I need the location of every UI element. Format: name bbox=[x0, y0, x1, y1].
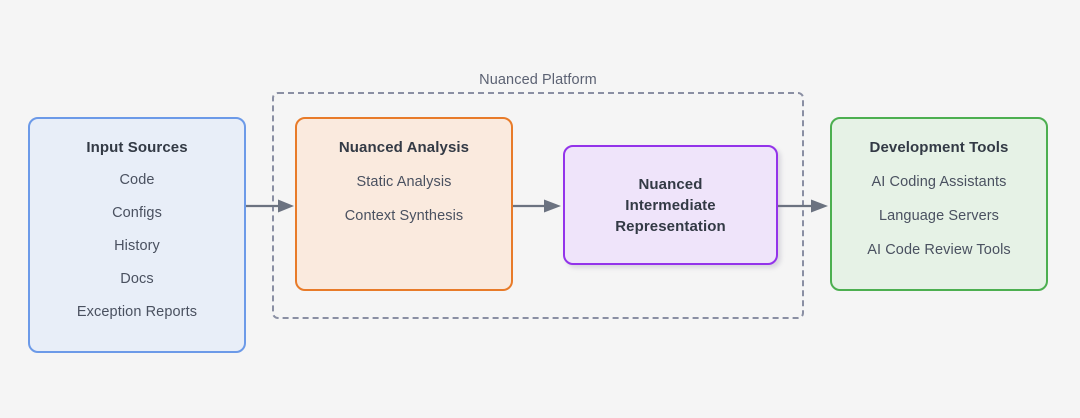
node-nuanced-intermediate-representation[interactable]: Nuanced Intermediate Representation bbox=[563, 145, 778, 265]
node-development-tools[interactable]: Development Tools AI Coding Assistants L… bbox=[830, 117, 1048, 291]
node-item-list: AI Coding Assistants Language Servers AI… bbox=[832, 174, 1046, 258]
node-title: Development Tools bbox=[869, 139, 1009, 156]
node-item-exception-reports: Exception Reports bbox=[76, 304, 198, 320]
node-item-history: History bbox=[114, 238, 160, 254]
node-item-list: Static Analysis Context Synthesis bbox=[297, 174, 511, 224]
arrow-analysis-to-ir-icon bbox=[513, 199, 561, 213]
node-item-ai-code-review-tools: AI Code Review Tools bbox=[867, 242, 1011, 258]
node-item-ai-coding-assistants: AI Coding Assistants bbox=[871, 174, 1007, 190]
node-title-line-1: Nuanced bbox=[638, 175, 703, 193]
node-title-block: Nuanced Intermediate Representation bbox=[615, 176, 726, 235]
node-input-sources[interactable]: Input Sources Code Configs History Docs … bbox=[28, 117, 246, 353]
node-nuanced-analysis[interactable]: Nuanced Analysis Static Analysis Context… bbox=[295, 117, 513, 291]
platform-group-label: Nuanced Platform bbox=[479, 72, 597, 88]
node-item-list: Code Configs History Docs Exception Repo… bbox=[30, 172, 244, 320]
node-item-configs: Configs bbox=[112, 205, 162, 221]
node-title-line-2: Intermediate bbox=[625, 196, 716, 214]
node-item-language-servers: Language Servers bbox=[878, 208, 1000, 224]
node-item-context-synthesis: Context Synthesis bbox=[344, 208, 464, 224]
node-item-docs: Docs bbox=[120, 271, 154, 287]
node-title: Nuanced Analysis bbox=[338, 139, 470, 156]
arrow-ir-to-dev-icon bbox=[778, 199, 828, 213]
node-title-line-3: Representation bbox=[615, 217, 726, 235]
node-item-code: Code bbox=[119, 172, 155, 188]
node-item-static-analysis: Static Analysis bbox=[356, 174, 452, 190]
node-title: Input Sources bbox=[86, 139, 188, 156]
arrow-input-to-analysis-icon bbox=[246, 199, 294, 213]
